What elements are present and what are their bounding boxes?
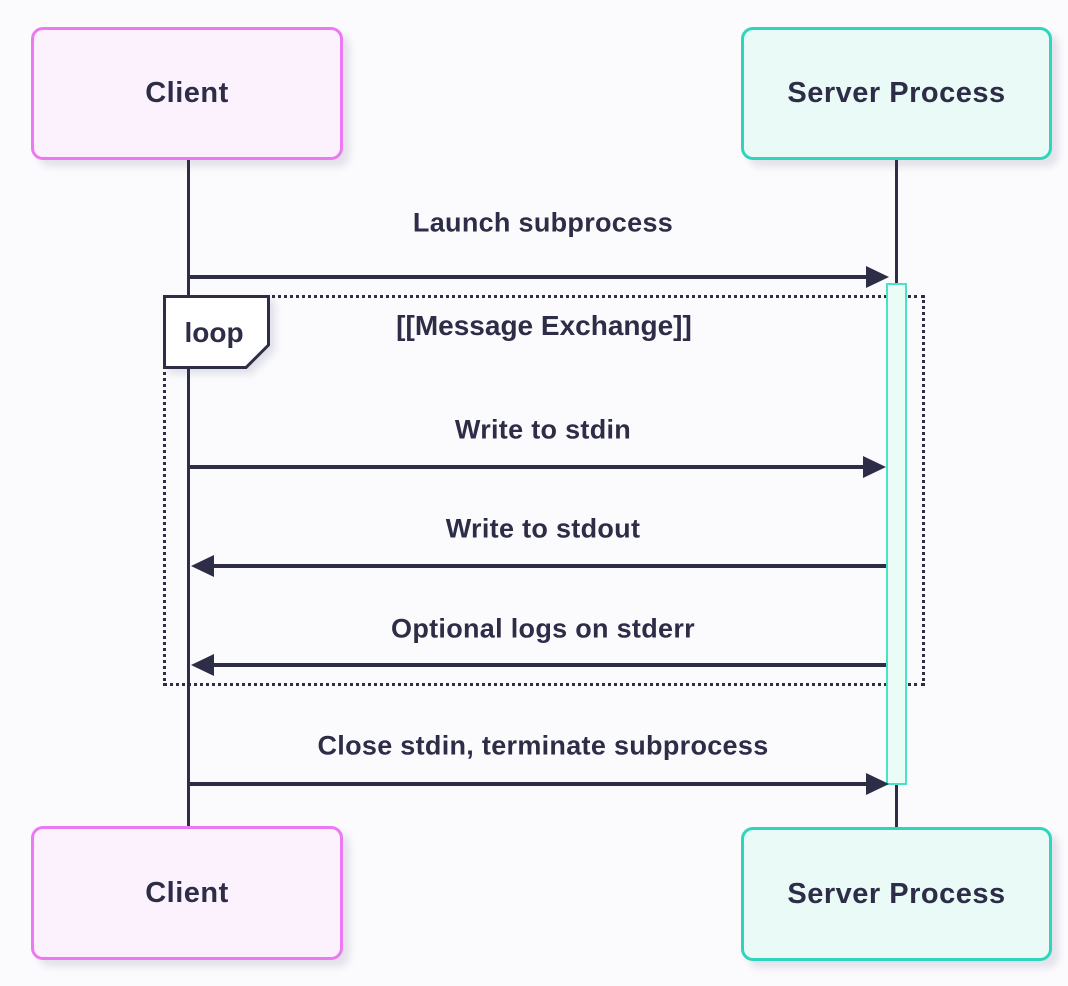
actor-server-top-label: Server Process (787, 77, 1006, 109)
activation-bar-server (886, 283, 907, 785)
message-4-arrow (190, 782, 868, 786)
loop-operator-label: loop (184, 317, 244, 348)
actor-client-bottom-label: Client (145, 876, 229, 909)
lifeline-client (187, 160, 190, 828)
message-0-arrow (190, 275, 868, 279)
message-3-arrow (213, 663, 886, 667)
actor-client-top-label: Client (145, 77, 229, 109)
message-2-arrow (213, 564, 886, 568)
actor-server-bottom-label: Server Process (787, 877, 1006, 910)
actor-client-bottom: Client (31, 826, 343, 960)
message-4-arrowhead-icon (866, 773, 889, 795)
message-2-arrowhead-icon (191, 555, 214, 577)
message-0-label: Launch subprocess (412, 207, 674, 238)
message-2-label: Write to stdout (445, 513, 641, 544)
message-3-arrowhead-icon (191, 654, 214, 676)
message-4-label: Close stdin, terminate subprocess (317, 730, 769, 761)
message-1-label: Write to stdin (454, 414, 632, 445)
loop-title: [[Message Exchange]] (396, 310, 692, 341)
message-1-arrow (190, 465, 864, 469)
actor-server-top: Server Process (741, 27, 1052, 160)
message-1-arrowhead-icon (863, 456, 886, 478)
actor-client-top: Client (31, 27, 343, 160)
message-0-arrowhead-icon (866, 266, 889, 288)
message-3-label: Optional logs on stderr (391, 613, 695, 644)
actor-server-bottom: Server Process (741, 827, 1052, 961)
loop-frame (163, 295, 925, 686)
loop-label-shape (163, 295, 270, 369)
